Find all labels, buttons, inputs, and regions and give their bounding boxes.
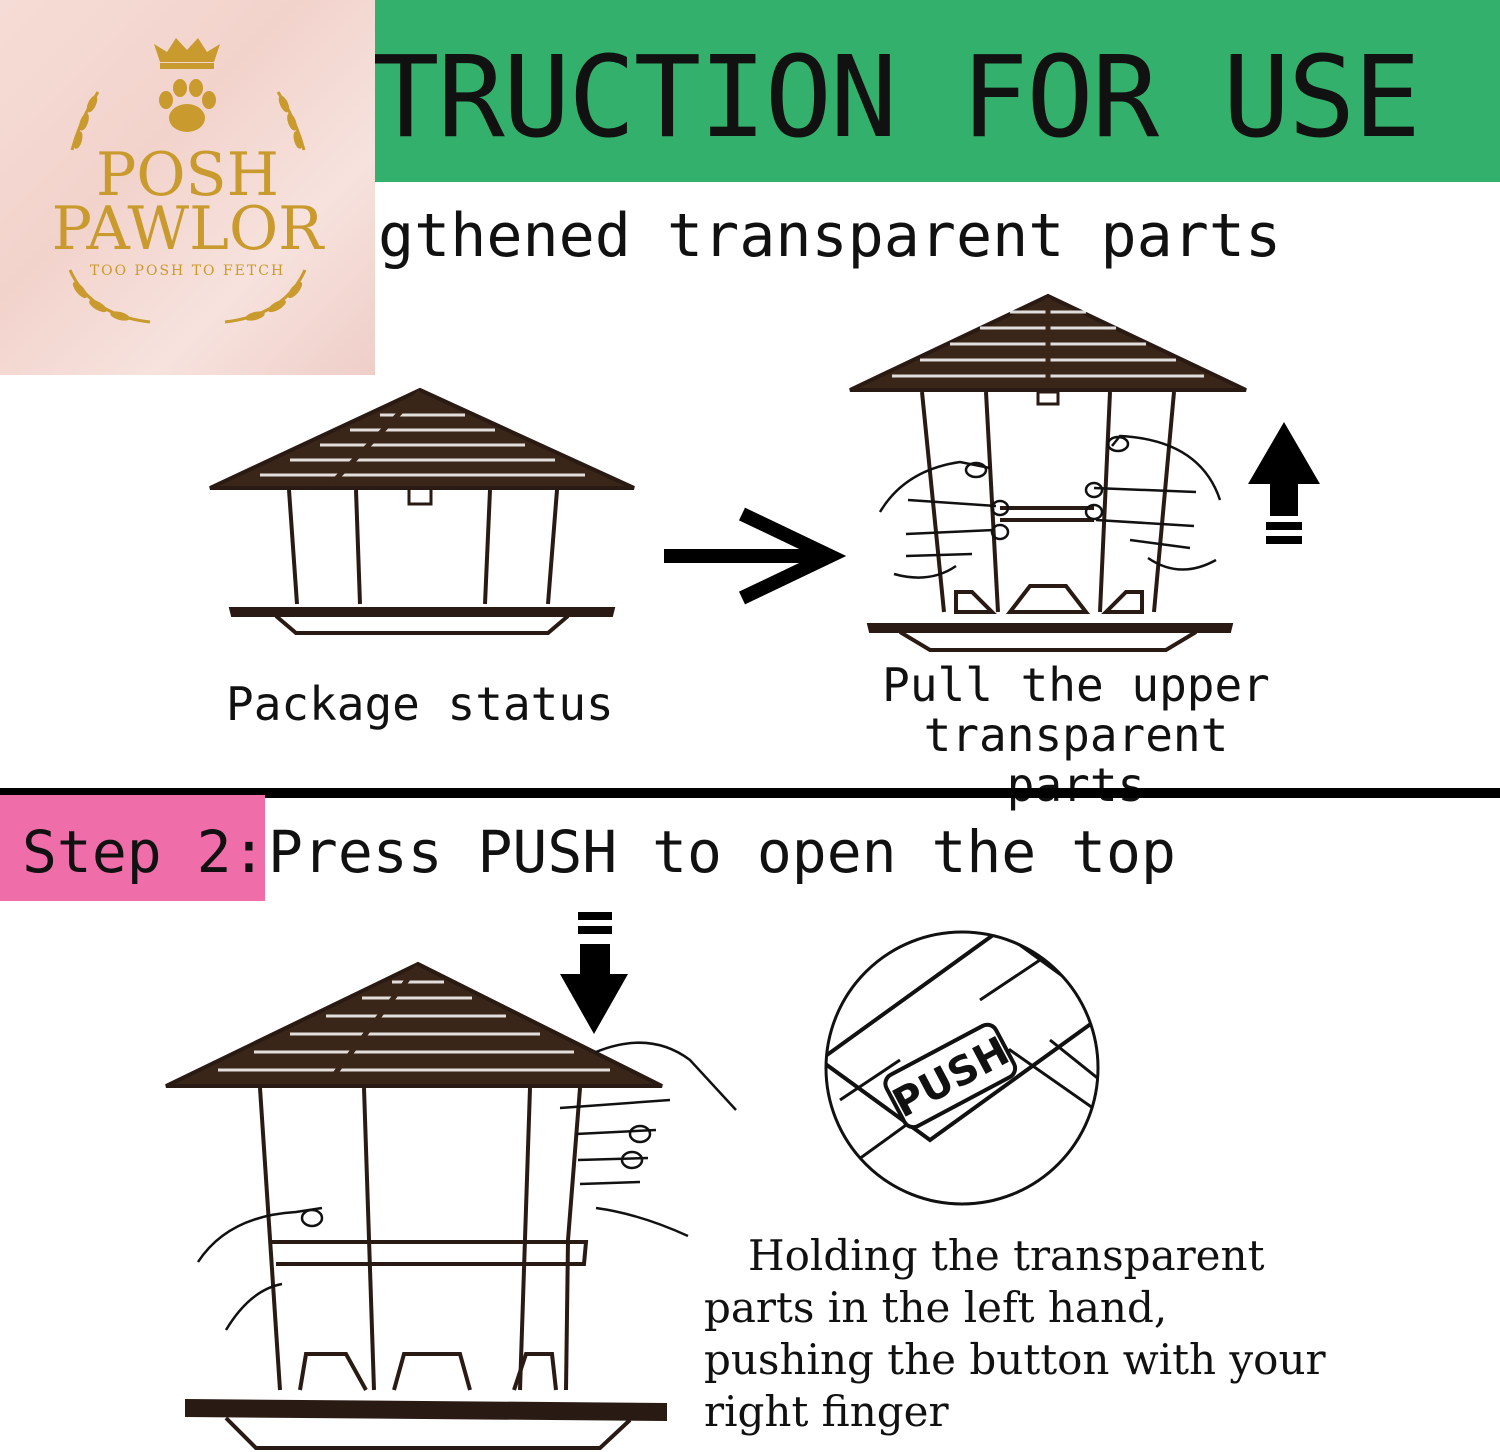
- caption-package-status: Package status: [226, 677, 614, 731]
- logo-tagline: TOO POSH TO FETCH: [89, 263, 286, 279]
- instruction-line: Holding the transparent: [748, 1231, 1265, 1280]
- paw-icon: [159, 79, 216, 132]
- instruction-line: right finger: [704, 1387, 949, 1436]
- brand-logo: POSH PAWLOR TOO POSH TO FETCH: [0, 0, 375, 375]
- caption-pull-parts: Pull the upper transparent parts: [846, 660, 1306, 810]
- section-divider: [0, 788, 1500, 798]
- step1-title: gthened transparent parts: [378, 201, 1282, 271]
- step2-title: Press PUSH to open the top: [268, 818, 1176, 886]
- logo-wordmark-bottom: PAWLOR: [51, 194, 324, 264]
- logo-wordmark-top: POSH: [96, 140, 279, 210]
- page-title: TRUCTION FOR USE: [372, 33, 1421, 163]
- step2-badge: [0, 795, 265, 901]
- caption-pull-line2: transparent parts: [923, 708, 1229, 812]
- step2-instructions: Holding the transparent parts in the lef…: [704, 1230, 1464, 1438]
- crown-icon: [154, 38, 220, 69]
- laurel-icon: [68, 91, 307, 324]
- instruction-line: parts in the left hand,: [704, 1283, 1168, 1332]
- instruction-line: pushing the button with your: [704, 1335, 1326, 1384]
- step2-label: Step 2:: [22, 818, 267, 886]
- caption-pull-line1: Pull the upper: [882, 658, 1270, 712]
